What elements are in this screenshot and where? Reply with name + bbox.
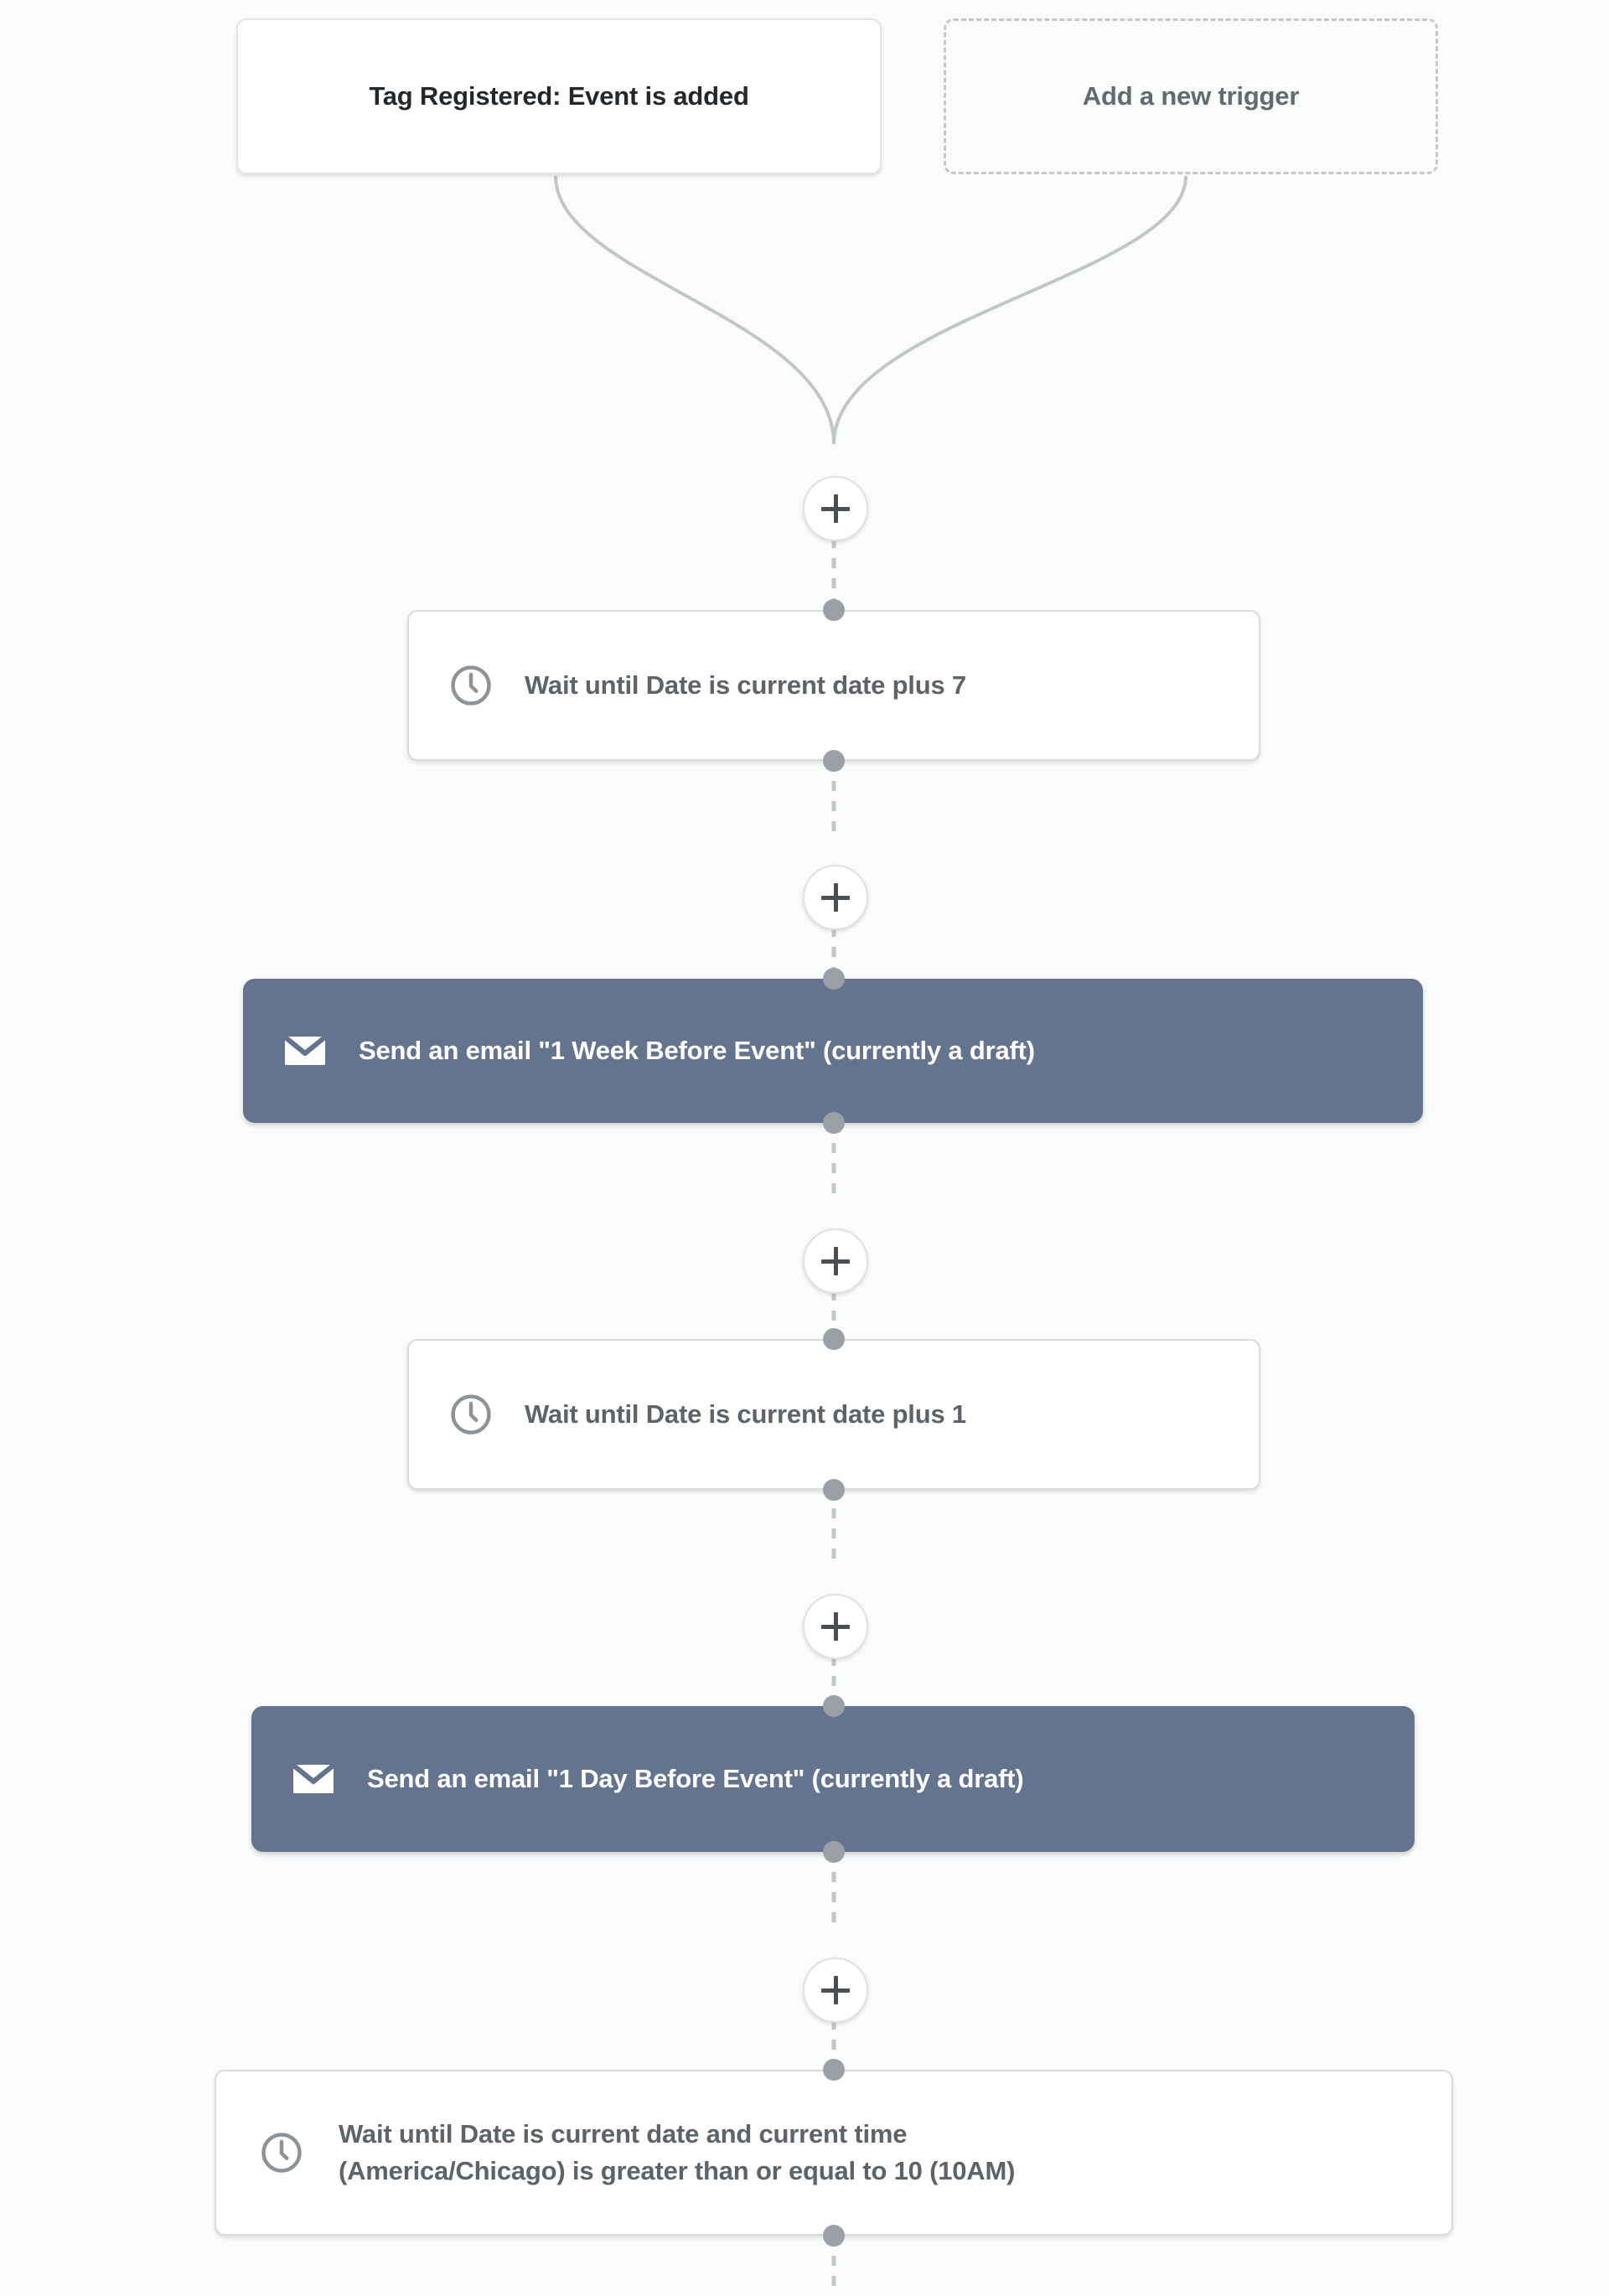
connector-dot-top-wait7 [823,599,845,621]
connector-dot-bottom-emailday [823,1841,845,1863]
connector-dot-bottom-emailweek [823,1112,845,1134]
add-step-after-wait-7-button[interactable] [803,865,868,930]
add-step-after-triggers-button[interactable] [803,476,868,541]
clock-icon [451,665,491,706]
step-wait-plus-1[interactable]: Wait until Date is current date plus 1 [407,1339,1260,1490]
step-email-1-day-before-label: Send an email "1 Day Before Event" (curr… [367,1764,1024,1793]
step-wait-10am-line-2: (America/Chicago) is greater than or equ… [339,2156,1016,2185]
trigger-tag-registered-label: Tag Registered: Event is added [369,81,749,111]
connector-dot-bottom-wait10am [823,2225,845,2247]
connector-dot-top-wait10am [823,2059,845,2081]
connector-dot-bottom-wait7 [823,750,845,772]
trigger-tag-registered[interactable]: Tag Registered: Event is added [236,18,882,174]
clock-icon [261,2133,302,2173]
wire-trigger-2-to-junction [832,175,1187,445]
step-wait-10am-line-1: Wait until Date is current date and curr… [339,2118,908,2149]
add-new-trigger-button[interactable]: Add a new trigger [944,18,1438,174]
step-email-1-week-before-label: Send an email "1 Week Before Event" (cur… [359,1036,1035,1065]
step-wait-plus-1-label: Wait until Date is current date plus 1 [525,1399,966,1429]
step-email-1-week-before[interactable]: Send an email "1 Week Before Event" (cur… [243,979,1423,1123]
step-wait-current-time-10am[interactable]: Wait until Date is current date and curr… [215,2070,1453,2236]
step-wait-plus-7[interactable]: Wait until Date is current date plus 7 [407,610,1260,761]
step-wait-current-time-10am-label: Wait until Date is current date and curr… [339,2116,1015,2190]
connector-dot-top-emailweek [823,968,845,990]
add-step-after-email-week-button[interactable] [803,1228,868,1294]
add-step-after-email-day-button[interactable] [803,1957,868,2023]
add-step-after-wait-1-button[interactable] [803,1594,868,1659]
connector-dot-top-emailday [823,1695,845,1717]
connector-dot-top-wait1 [823,1328,845,1350]
step-wait-plus-7-label: Wait until Date is current date plus 7 [525,670,966,700]
wire-trigger-1-to-junction [554,175,836,445]
mail-icon [292,1764,335,1793]
add-new-trigger-label: Add a new trigger [1082,81,1300,111]
mail-icon [283,1036,327,1065]
connector-dot-bottom-wait1 [823,1479,845,1501]
step-email-1-day-before[interactable]: Send an email "1 Day Before Event" (curr… [251,1706,1415,1852]
clock-icon [451,1394,491,1435]
